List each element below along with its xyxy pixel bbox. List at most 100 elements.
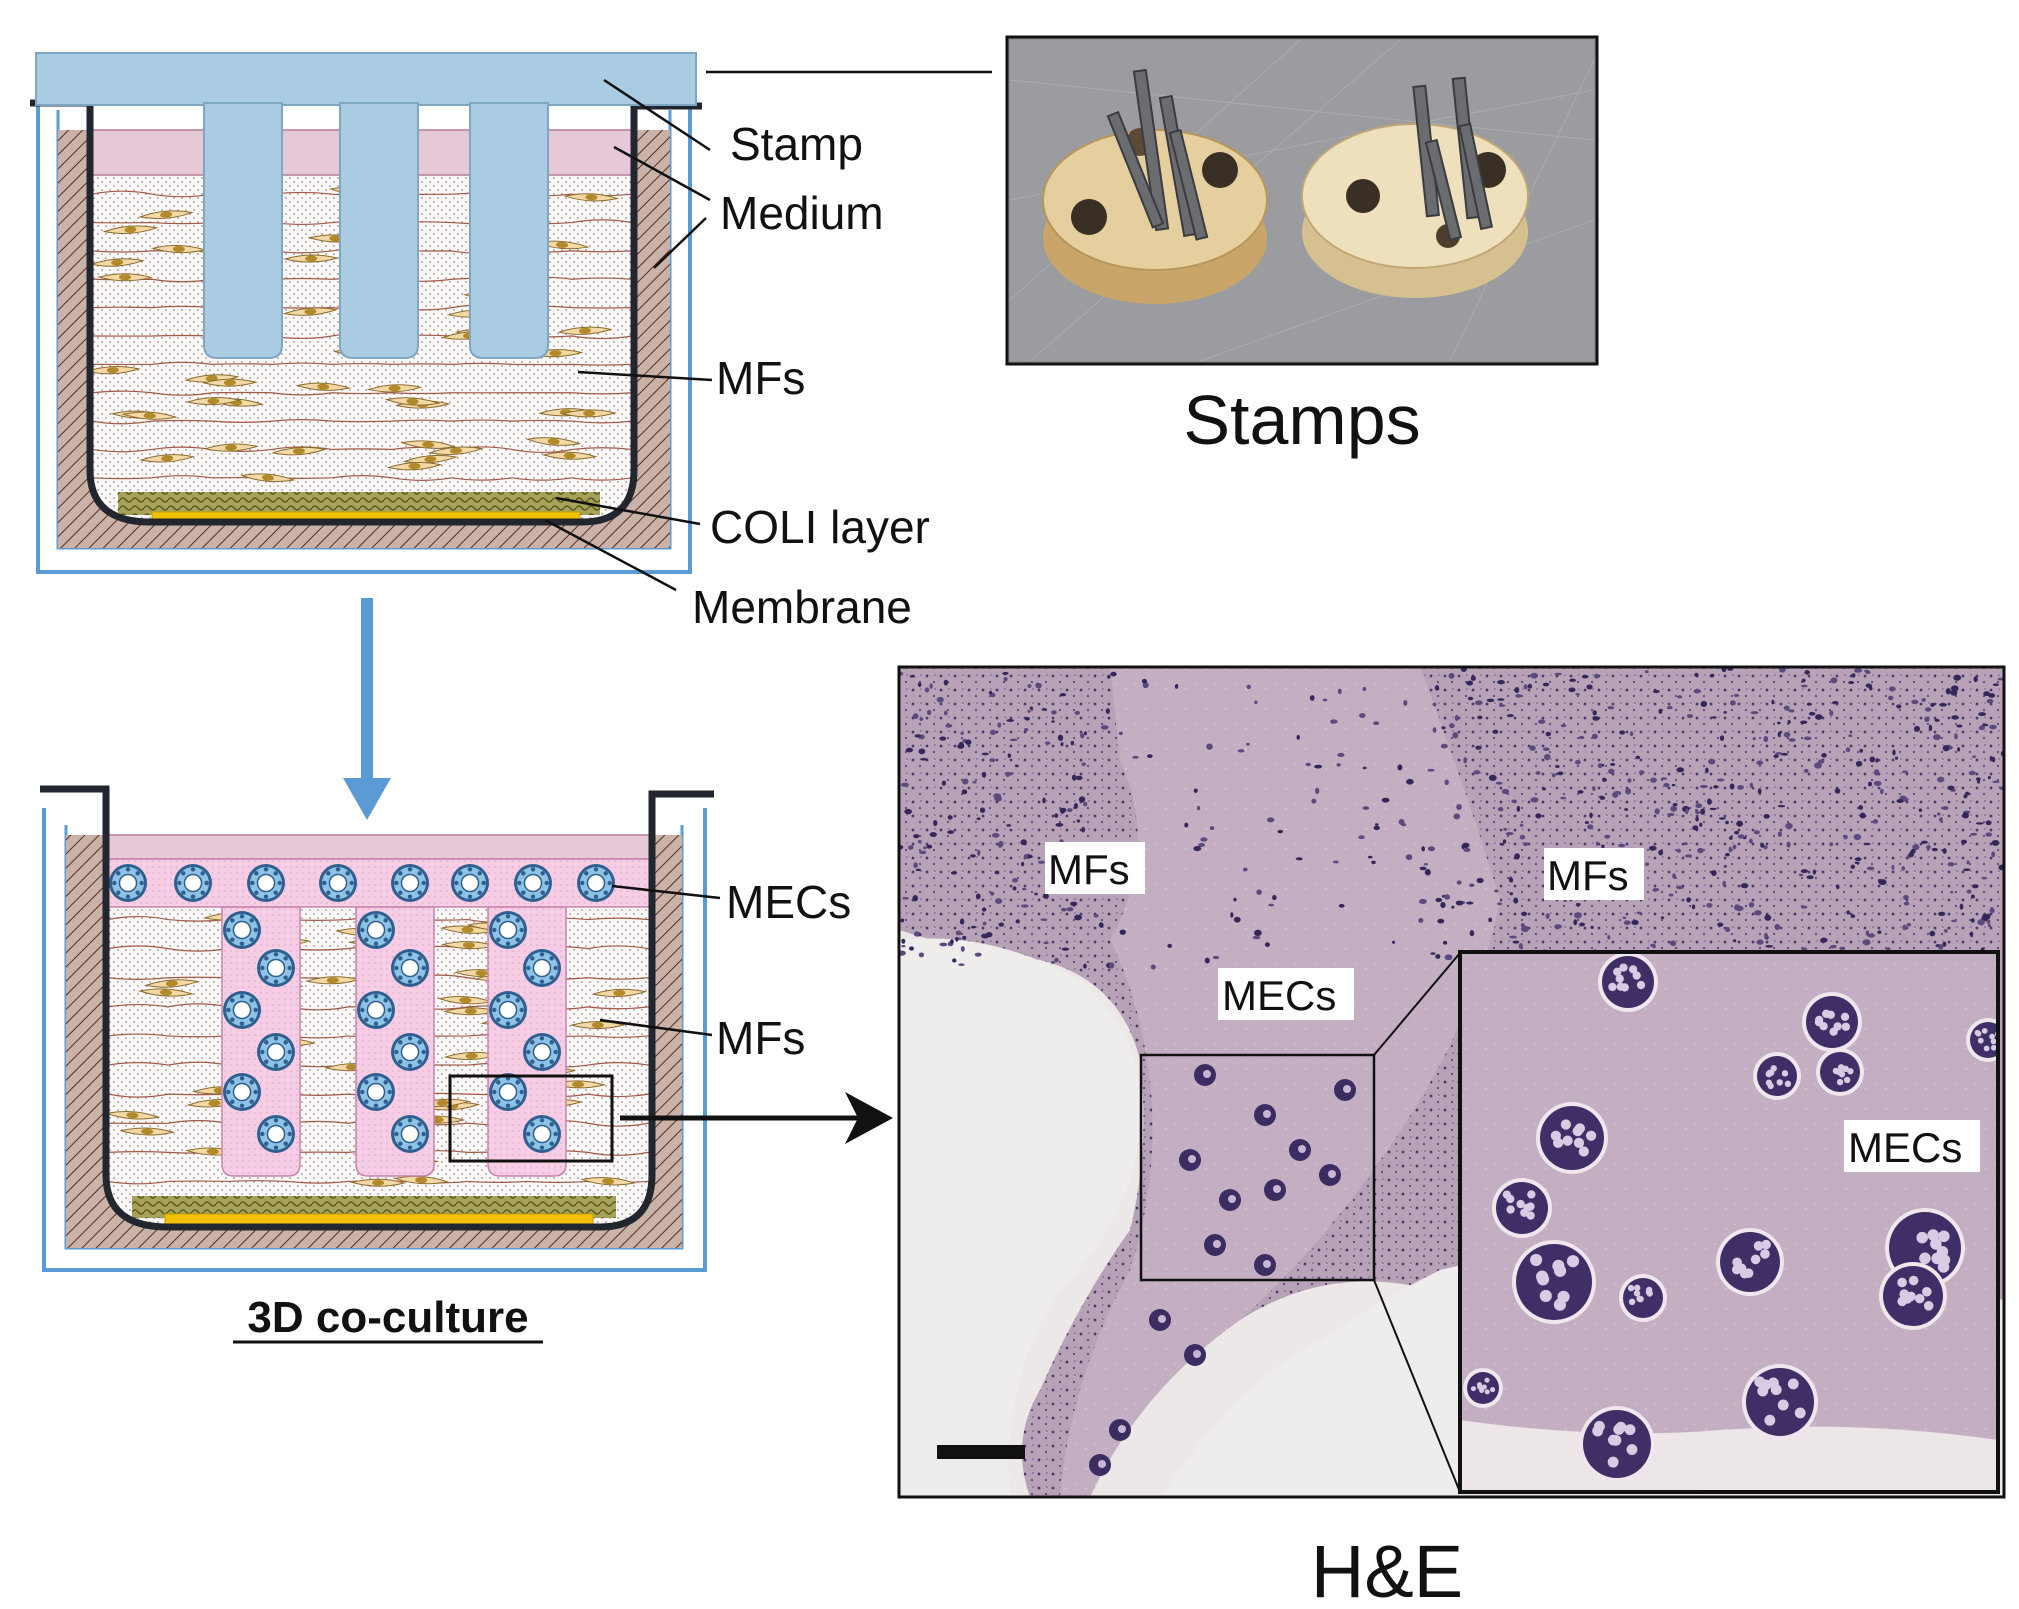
nucleus [1788, 709, 1795, 713]
nucleus [1853, 834, 1862, 841]
nucleus [1042, 893, 1049, 899]
nucleus [1264, 942, 1270, 947]
nucleus [1475, 700, 1483, 706]
nucleus [1942, 941, 1947, 947]
nucleus [1959, 903, 1964, 910]
nucleus [1500, 843, 1505, 846]
nucleus [1968, 770, 1976, 776]
nucleus [1041, 708, 1047, 711]
nucleus [1476, 877, 1484, 884]
nucleus [1760, 842, 1765, 848]
nucleus [1455, 900, 1464, 906]
mf-cell [304, 976, 361, 985]
nucleus [1037, 860, 1046, 864]
mec-acinus [257, 1115, 295, 1153]
nucleus [1358, 835, 1365, 840]
nucleus [947, 815, 953, 820]
nucleus [1668, 893, 1674, 897]
nucleus [1444, 954, 1453, 961]
mec-acinus [514, 864, 552, 902]
nucleus [1315, 787, 1320, 795]
nucleus [1644, 670, 1649, 674]
nucleus [1945, 688, 1951, 695]
nucleus [1686, 897, 1691, 903]
inset-acinus [1598, 952, 1658, 1012]
mf-cell [92, 258, 146, 267]
nucleus [1268, 903, 1275, 907]
nucleus [1002, 671, 1009, 675]
inset-acinus [1802, 992, 1862, 1052]
hne-label-mfs-right: MFs [1547, 852, 1629, 899]
nucleus [1756, 939, 1764, 945]
mec-acini [109, 864, 615, 1153]
nucleus [1242, 867, 1248, 872]
hne-label-mfs-left: MFs [1048, 846, 1130, 893]
nucleus [1777, 804, 1786, 808]
nucleus [1432, 702, 1437, 707]
nucleus [1254, 700, 1258, 705]
mf-cell [144, 979, 200, 988]
nucleus [1652, 888, 1660, 892]
nucleus [1607, 935, 1611, 940]
nucleus [936, 696, 944, 703]
nucleus [1763, 932, 1768, 939]
nucleus [1954, 733, 1958, 740]
nucleus [1865, 930, 1870, 936]
nucleus [1252, 935, 1261, 940]
mec-acinus [257, 949, 295, 987]
nucleus [1423, 863, 1428, 866]
nucleus [1858, 805, 1864, 810]
nucleus [1991, 840, 2000, 846]
nucleus [1005, 771, 1011, 777]
nucleus [1676, 767, 1685, 773]
nucleus [1254, 929, 1262, 937]
nucleus [1463, 757, 1468, 764]
nucleus [970, 854, 976, 858]
nucleus [1658, 708, 1663, 714]
nucleus [1848, 681, 1855, 685]
nucleus [1501, 788, 1510, 795]
nucleus [1983, 691, 1990, 697]
nucleus [950, 939, 954, 944]
nucleus [1748, 838, 1753, 844]
nucleus [1962, 812, 1969, 819]
nucleus [1198, 842, 1205, 847]
mf-cell [121, 411, 178, 420]
nucleus [989, 729, 997, 735]
nucleus [1473, 770, 1481, 775]
nucleus [1045, 741, 1051, 745]
nucleus [1020, 839, 1027, 846]
nucleus [1494, 889, 1499, 893]
nucleus [950, 871, 958, 875]
nucleus [1978, 712, 1986, 717]
nucleus [1622, 916, 1627, 920]
nucleus [1405, 854, 1413, 861]
nucleus [1942, 745, 1950, 752]
mec-acinus [577, 864, 615, 902]
nucleus [958, 741, 964, 749]
nucleus [1560, 796, 1567, 800]
nucleus [1783, 705, 1790, 711]
nucleus [1012, 878, 1019, 883]
nucleus [1775, 752, 1783, 755]
nucleus [1051, 720, 1055, 723]
nucleus [1027, 709, 1031, 713]
nucleus [943, 710, 948, 716]
nucleus [1267, 817, 1275, 823]
mec-acinus [247, 864, 285, 902]
nucleus [1921, 840, 1928, 844]
nucleus [1777, 831, 1782, 837]
nucleus [1167, 943, 1172, 948]
nucleus [1888, 695, 1894, 701]
nucleus [1675, 885, 1684, 890]
nucleus [1309, 695, 1315, 701]
nucleus [1070, 740, 1075, 746]
nucleus [1200, 837, 1208, 842]
mec-acinus [391, 949, 429, 987]
nucleus [1942, 806, 1949, 811]
nucleus [1051, 710, 1057, 715]
nucleus [1578, 735, 1585, 740]
nucleus [1950, 890, 1954, 894]
mf-cell [183, 374, 240, 383]
nucleus [1908, 851, 1915, 858]
